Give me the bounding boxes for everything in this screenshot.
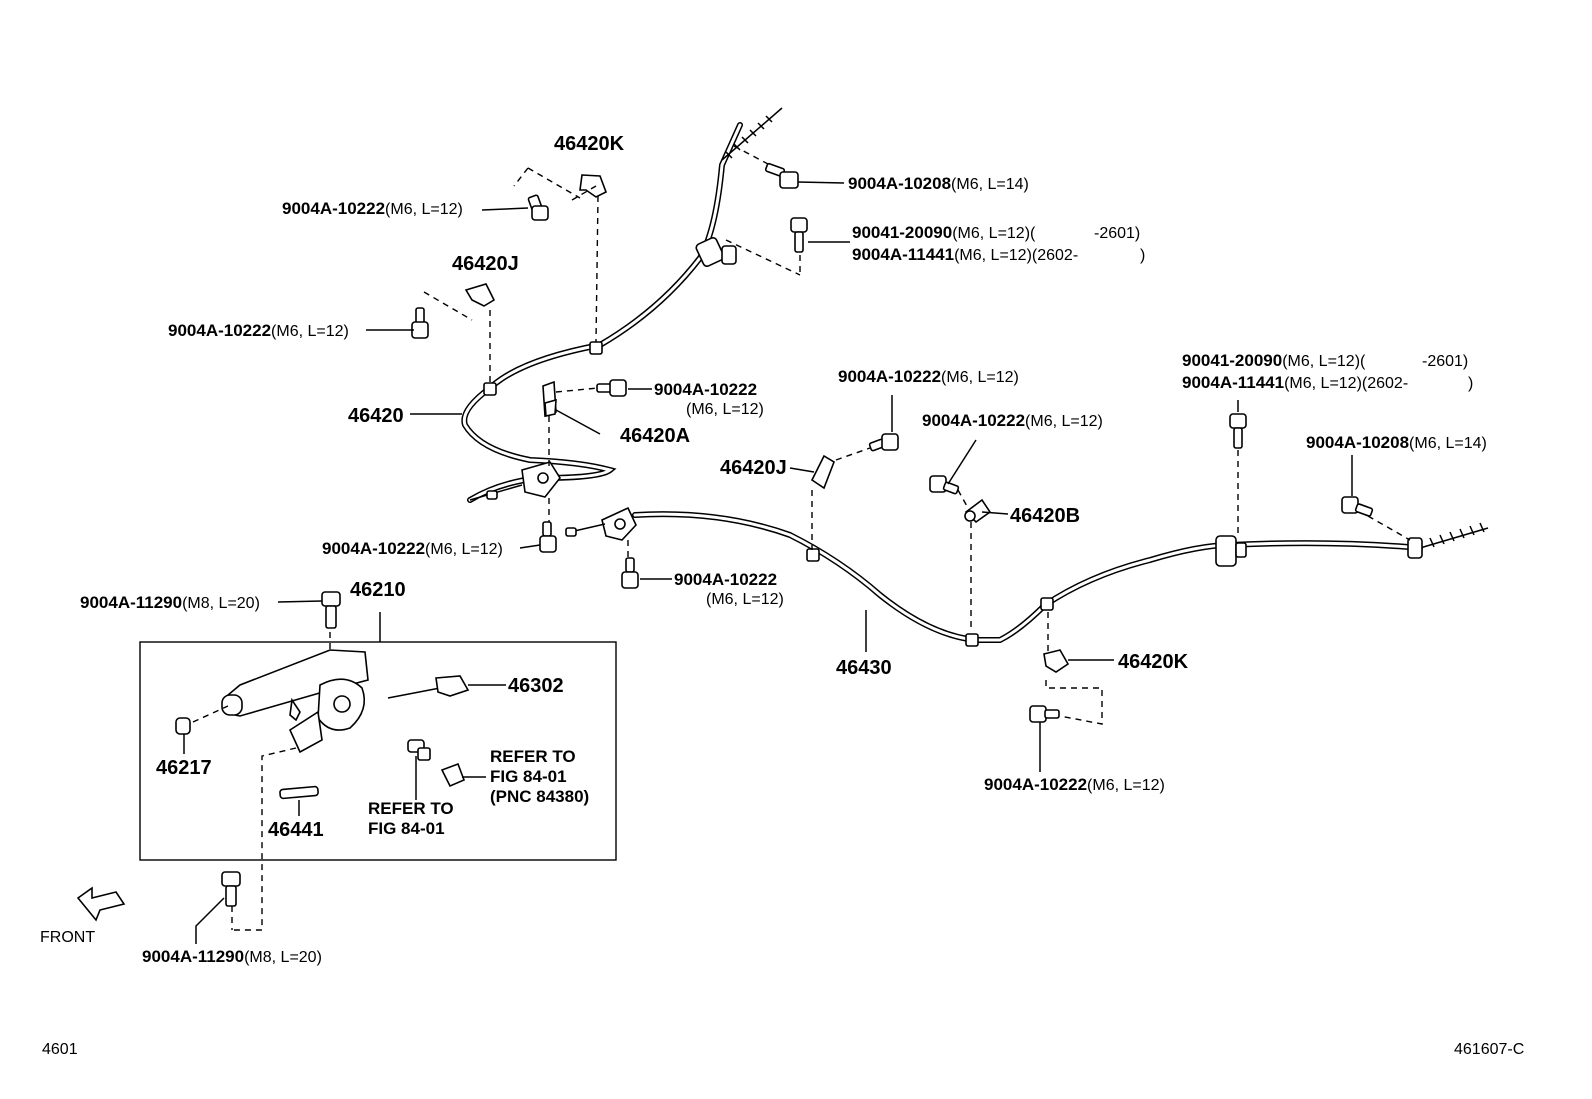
dashed-guides bbox=[192, 145, 1411, 931]
label-46420K-top[interactable]: 46420K bbox=[554, 133, 625, 155]
cable-46420[interactable] bbox=[461, 107, 783, 503]
callout-20090-right-range: -2601) bbox=[1422, 353, 1468, 370]
label-46420K-right[interactable]: 46420K bbox=[1118, 651, 1189, 673]
callout-11441-right[interactable]: 9004A-11441(M6, L=12)(2602- bbox=[1182, 373, 1408, 392]
cable-46430[interactable] bbox=[565, 506, 1489, 647]
bolt-10208-right[interactable] bbox=[1341, 496, 1374, 517]
label-46217[interactable]: 46217 bbox=[156, 757, 212, 779]
clamp-46420J-top[interactable] bbox=[464, 283, 496, 307]
bolt-11290-top[interactable] bbox=[321, 591, 341, 629]
refer-note-line3[interactable]: (PNC 84380) bbox=[490, 787, 589, 806]
bolt-10222-left[interactable] bbox=[411, 307, 429, 339]
label-46420B[interactable]: 46420B bbox=[1010, 505, 1080, 527]
callout-10222-mid[interactable]: 9004A-10222(M6, L=12) bbox=[838, 367, 1019, 386]
bolt-10222-a[interactable] bbox=[596, 379, 627, 397]
bracket-46420A[interactable] bbox=[542, 380, 557, 418]
callout-10222-b[interactable]: 9004A-10222(M6, L=12) bbox=[922, 411, 1103, 430]
callout-10208-right[interactable]: 9004A-10208(M6, L=14) bbox=[1306, 433, 1487, 452]
callout-10208-top[interactable]: 9004A-10208(M6, L=14) bbox=[848, 174, 1029, 193]
callout-10222-left[interactable]: 9004A-10222(M6, L=12) bbox=[168, 321, 349, 340]
bolt-10222-top[interactable] bbox=[527, 194, 549, 221]
callout-10222-lower[interactable]: 9004A-10222(M6, L=12) bbox=[322, 539, 503, 558]
page-number: 4601 bbox=[42, 1041, 78, 1058]
bolt-10222-bottom[interactable] bbox=[1029, 705, 1060, 723]
lever-assembly-46210[interactable] bbox=[139, 612, 617, 861]
clamp-46420J-mid[interactable] bbox=[810, 454, 835, 490]
callout-10222-a-spec: (M6, L=12) bbox=[686, 401, 764, 418]
bolt-10222-lower[interactable] bbox=[539, 521, 557, 553]
callout-11290-bottom[interactable]: 9004A-11290(M8, L=20) bbox=[142, 947, 322, 966]
label-46420J-mid[interactable]: 46420J bbox=[720, 457, 787, 479]
callout-10222-c-spec: (M6, L=12) bbox=[706, 591, 784, 608]
label-46420[interactable]: 46420 bbox=[348, 405, 404, 427]
clamp-46420K-top[interactable] bbox=[579, 174, 608, 198]
refer-note-line4[interactable]: REFER TO bbox=[368, 799, 454, 818]
bolt-10222-b[interactable] bbox=[929, 475, 960, 495]
bolt-10222-c[interactable] bbox=[621, 557, 639, 589]
figure-code: 461607-C bbox=[1454, 1041, 1524, 1058]
callout-20090-top[interactable]: 90041-20090(M6, L=12)( bbox=[852, 223, 1036, 242]
callout-20090-right[interactable]: 90041-20090(M6, L=12)( bbox=[1182, 351, 1366, 370]
bolt-20090-top[interactable] bbox=[790, 217, 808, 253]
bolt-20090-right[interactable] bbox=[1229, 413, 1247, 449]
callout-10222-a-pn[interactable]: 9004A-10222 bbox=[654, 380, 757, 399]
callout-10222-top[interactable]: 9004A-10222(M6, L=12) bbox=[282, 199, 463, 218]
callout-20090-top-range: -2601) bbox=[1094, 225, 1140, 242]
bolt-10208-top[interactable] bbox=[764, 162, 799, 189]
front-arrow-icon bbox=[76, 886, 126, 922]
leader-lines bbox=[183, 181, 1353, 944]
front-label: FRONT bbox=[40, 929, 95, 946]
callout-11441-top-range: ) bbox=[1140, 247, 1145, 264]
label-46430[interactable]: 46430 bbox=[836, 657, 892, 679]
clamp-46420K-right[interactable] bbox=[1043, 649, 1070, 673]
bolt-11290-bottom[interactable] bbox=[221, 871, 241, 907]
callout-10222-bottom[interactable]: 9004A-10222(M6, L=12) bbox=[984, 775, 1165, 794]
refer-note-line2[interactable]: FIG 84-01 bbox=[490, 767, 567, 786]
label-46302[interactable]: 46302 bbox=[508, 675, 564, 697]
label-46441[interactable]: 46441 bbox=[268, 819, 324, 841]
bolts[interactable] bbox=[221, 162, 1374, 907]
label-46210[interactable]: 46210 bbox=[350, 579, 406, 601]
label-46420J-top[interactable]: 46420J bbox=[452, 253, 519, 275]
callout-11441-top[interactable]: 9004A-11441(M6, L=12)(2602- bbox=[852, 245, 1078, 264]
callout-11441-right-range: ) bbox=[1468, 375, 1473, 392]
refer-note-line1[interactable]: REFER TO bbox=[490, 747, 576, 766]
bolt-10222-mid[interactable] bbox=[868, 433, 899, 452]
callout-11290-top[interactable]: 9004A-11290(M8, L=20) bbox=[80, 593, 260, 612]
refer-note-line5[interactable]: FIG 84-01 bbox=[368, 819, 445, 838]
callout-10222-c-pn[interactable]: 9004A-10222 bbox=[674, 570, 777, 589]
label-46420A[interactable]: 46420A bbox=[620, 425, 690, 447]
clamp-46420B[interactable] bbox=[964, 498, 992, 524]
